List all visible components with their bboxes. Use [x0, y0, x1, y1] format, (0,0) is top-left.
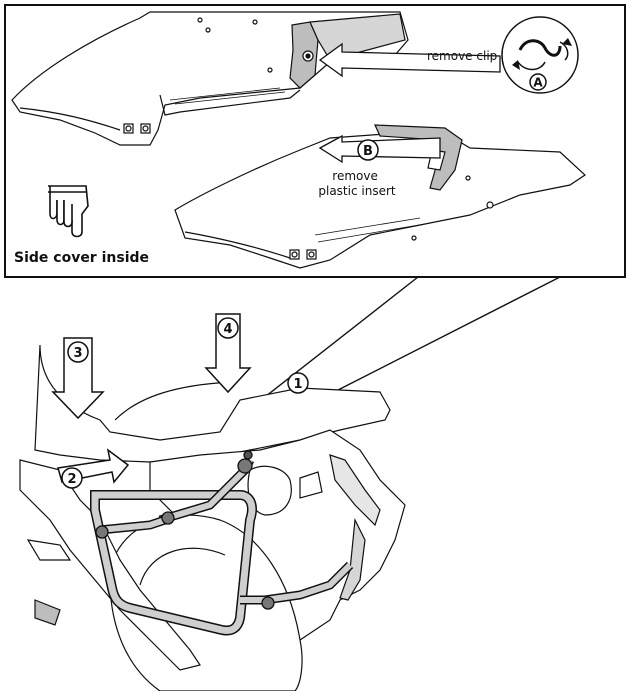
- svg-text:B: B: [363, 144, 373, 159]
- arrow-to-clip-icon: [318, 42, 501, 78]
- inset-panel: remove clip A B remove plastic insert: [4, 4, 626, 278]
- side-cover-upper: [11, 11, 409, 146]
- callout-remove-clip: remove clip: [427, 49, 497, 63]
- side-case-frame: [90, 450, 354, 636]
- hand-pointing-down-icon: [48, 185, 89, 238]
- svg-text:4: 4: [223, 322, 232, 337]
- svg-text:3: 3: [73, 346, 82, 361]
- step-marker-2: 2: [61, 467, 83, 489]
- marker-a: A: [529, 73, 547, 91]
- arrow-remove-insert-icon: [318, 134, 441, 164]
- rotate-clip-icon: [501, 16, 579, 94]
- step-marker-4: 4: [217, 317, 239, 339]
- step-marker-1: 1: [287, 372, 309, 394]
- svg-text:1: 1: [293, 377, 302, 392]
- bolt-icon: [237, 458, 253, 474]
- arrow-down-icon: [204, 313, 252, 394]
- callout-remove-insert: remove plastic insert: [318, 169, 396, 198]
- marker-b: B: [357, 139, 379, 161]
- arrow-down-icon: [51, 337, 105, 420]
- svg-text:A: A: [533, 76, 543, 90]
- svg-text:2: 2: [67, 472, 76, 487]
- step-marker-3: 3: [67, 341, 89, 363]
- side-cover-caption: Side cover inside: [14, 250, 149, 266]
